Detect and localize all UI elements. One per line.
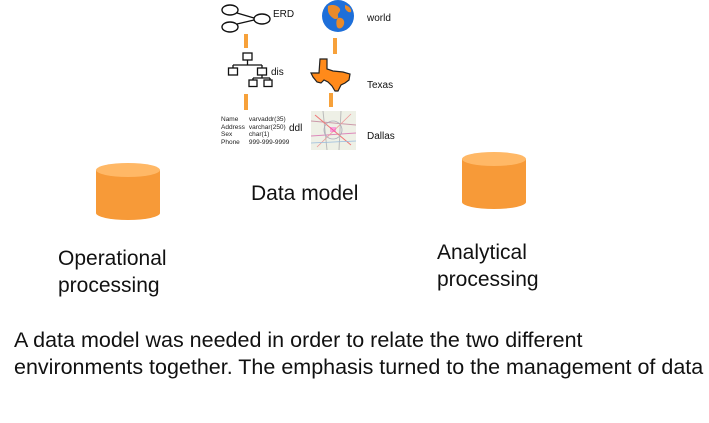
ddl-field-type: varchar(250) [248, 123, 286, 131]
ddl-field-type: varvaddr(35) [248, 116, 286, 123]
ddl-row: Name varvaddr(35) [221, 116, 293, 124]
ddl-field-name: Phone [221, 138, 240, 146]
ddl-field-name: Name [221, 116, 239, 123]
ddl-field-name: Sex [221, 131, 233, 138]
ddl-field-type: char(1) [248, 131, 270, 138]
dis-label: dis [271, 67, 284, 78]
data-model-label: Data model [251, 182, 359, 205]
operational-database-icon [96, 163, 160, 220]
ddl-label: ddl [289, 123, 303, 134]
erd-icon [221, 4, 271, 33]
arrow-dis-to-ddl [244, 94, 248, 110]
texas-label: Texas [367, 80, 394, 91]
body-paragraph: A data model was needed in order to rela… [14, 328, 704, 379]
dallas-map-icon [311, 111, 356, 150]
operational-processing-label: Operational processing [58, 247, 167, 297]
arrow-erd-to-dis [244, 34, 248, 48]
ddl-field-type: 999-999-9999 [248, 138, 290, 146]
arrow-world-to-texas [333, 38, 337, 54]
analytical-processing-label: Analytical processing [437, 241, 539, 291]
erd-label: ERD [273, 9, 295, 20]
ddl-row: Sex char(1) [221, 131, 293, 139]
analytical-database-icon [462, 152, 526, 209]
arrow-texas-to-dallas [329, 93, 333, 107]
dallas-label: Dallas [367, 131, 395, 142]
hierarchy-icon [227, 52, 273, 88]
world-label: world [367, 13, 391, 24]
globe-icon [322, 0, 354, 32]
ddl-row: Phone 999-999-9999 [221, 139, 293, 147]
texas-map-icon [310, 58, 351, 92]
ddl-field-name: Address [221, 123, 245, 131]
